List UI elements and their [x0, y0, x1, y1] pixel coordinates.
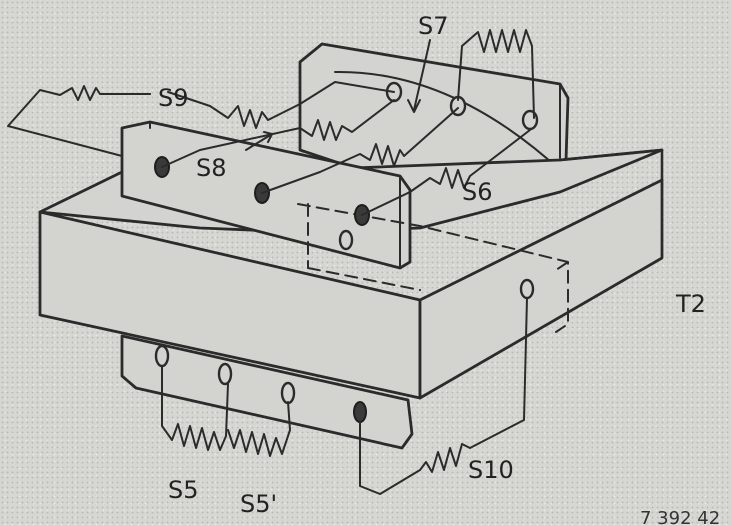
label-s10: S10 — [468, 456, 514, 484]
bottom-pin-board — [120, 334, 414, 450]
pin-bottom-1 — [154, 344, 170, 368]
winding-s6 — [261, 107, 531, 216]
top-back-edge — [558, 148, 664, 182]
label-s7: S7 — [418, 12, 449, 40]
label-s5-prime: S5' — [240, 490, 277, 518]
transformer-side-face — [418, 178, 664, 400]
pin-bottom-3 — [280, 381, 296, 405]
winding-s9 — [7, 81, 395, 157]
back-board — [298, 42, 570, 192]
pin-bottom-4 — [353, 401, 367, 423]
label-s6: S6 — [462, 178, 493, 206]
hidden-outline — [297, 203, 569, 333]
winding-s5-prime — [227, 401, 291, 457]
pin-side — [519, 278, 535, 300]
label-s5: S5 — [168, 476, 199, 504]
pin-bottom-2 — [217, 362, 233, 386]
label-t2: T2 — [675, 290, 706, 318]
back-board-arc — [334, 70, 561, 171]
winding-s10 — [359, 297, 528, 495]
label-s8: S8 — [196, 154, 227, 182]
s7-arrow — [407, 39, 431, 113]
winding-s7 — [457, 29, 535, 119]
winding-s5 — [161, 365, 229, 451]
pin-back-3 — [521, 109, 539, 131]
reference-number: 7 392 42 — [640, 508, 720, 526]
winding-s8 — [161, 99, 395, 168]
s8-arrow — [245, 131, 273, 151]
label-s9: S9 — [158, 84, 189, 112]
pin-front-hidden — [338, 229, 354, 251]
